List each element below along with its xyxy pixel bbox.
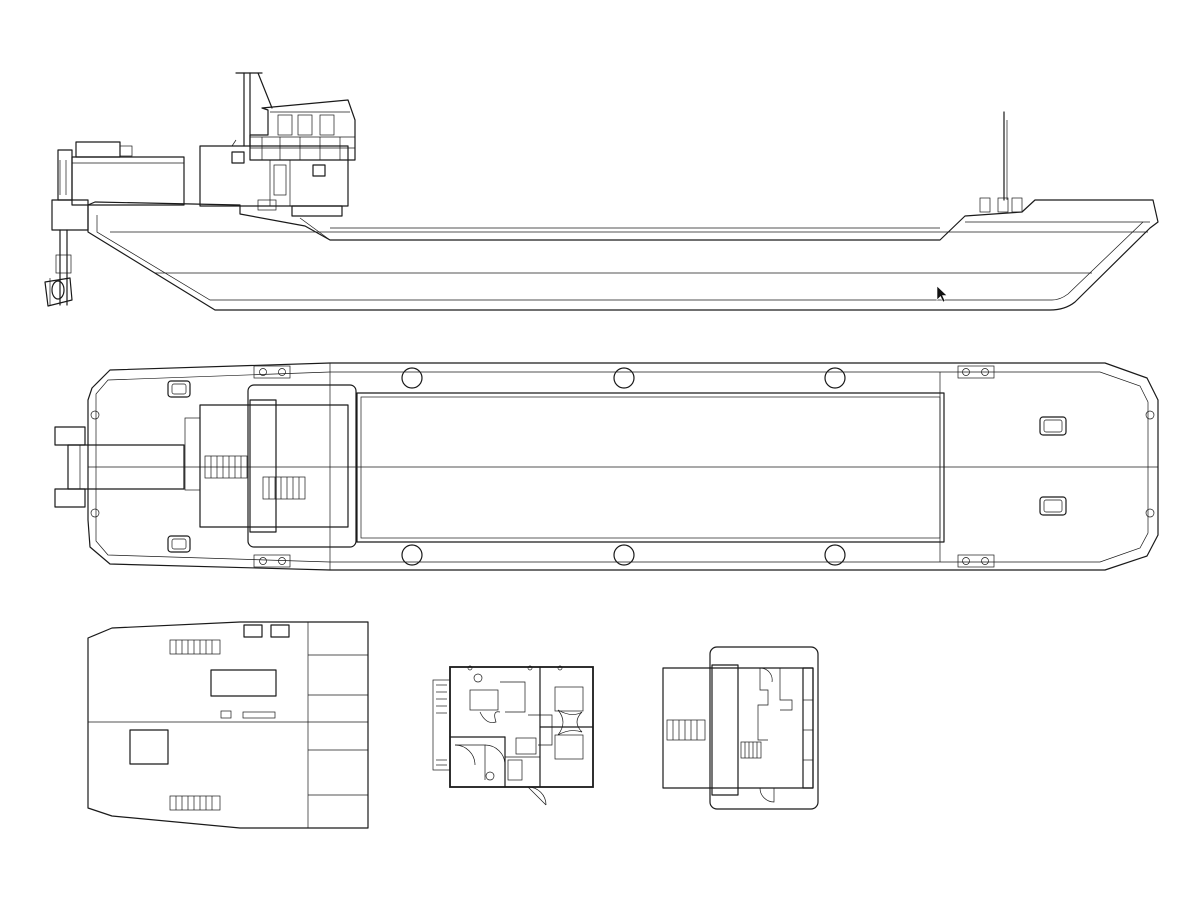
deckhouse-plan-top: [184, 384, 357, 548]
mooring-bollards: [90, 365, 1155, 568]
deck-plan-outline: [87, 362, 1159, 571]
stern-equipment-plan: [54, 426, 185, 508]
side-elevation-view: [44, 72, 1159, 311]
hatch-circles: [401, 367, 846, 566]
side-signal-mast: [231, 72, 273, 147]
side-rudder-propeller: [44, 229, 73, 307]
lower-deckhouse-plan-view: [87, 621, 369, 829]
side-stern-machinery: [51, 141, 185, 231]
deck-plan-view: [54, 362, 1159, 571]
hull-profile: [87, 199, 1159, 311]
deck-hatches: [167, 380, 1067, 553]
cargo-hold-coaming: [356, 392, 945, 543]
side-wheelhouse: [249, 99, 356, 161]
accommodation-plan-view: [432, 665, 594, 806]
arrow-pointer-icon: [936, 285, 948, 303]
side-mast: [979, 111, 1023, 213]
wheelhouse-plan-view: [662, 646, 819, 810]
side-deckhouse: [199, 145, 349, 217]
